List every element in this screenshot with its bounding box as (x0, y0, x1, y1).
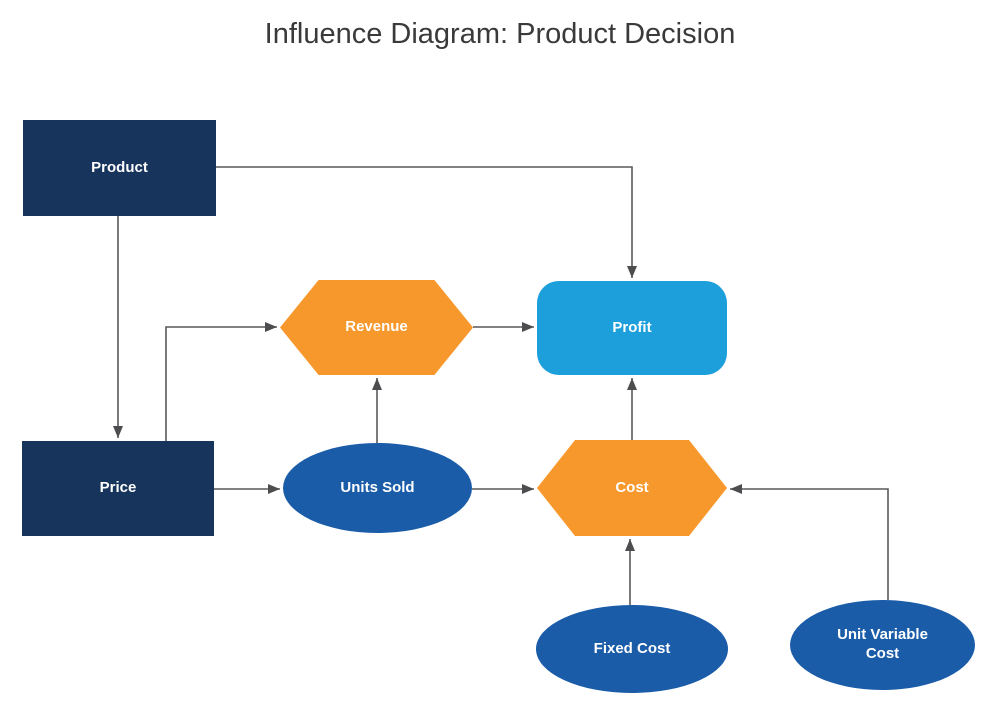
node-revenue: Revenue (280, 280, 473, 375)
node-units-sold: Units Sold (283, 443, 472, 533)
node-product: Product (23, 120, 216, 216)
node-revenue-label: Revenue (345, 318, 408, 336)
diagram-title: Influence Diagram: Product Decision (264, 18, 736, 50)
edge-uvc-to-cost (730, 484, 889, 600)
edge-price-to-revenue (165, 322, 277, 441)
node-unit-variable-cost: Unit Variable Cost (790, 600, 975, 690)
node-unit-variable-cost-label: Unit Variable Cost (837, 626, 928, 662)
node-product-label: Product (91, 158, 148, 176)
node-profit: Profit (537, 281, 727, 375)
node-cost-label: Cost (615, 478, 649, 496)
node-price-label: Price (99, 479, 137, 497)
node-fixed-cost: Fixed Cost (536, 605, 728, 693)
node-price: Price (22, 441, 214, 536)
node-units-sold-label: Units Sold (340, 478, 415, 496)
edge-product-to-profit (216, 166, 637, 278)
node-fixed-cost-label: Fixed Cost (593, 639, 671, 657)
node-profit-label: Profit (612, 318, 652, 336)
node-cost: Cost (537, 440, 727, 536)
